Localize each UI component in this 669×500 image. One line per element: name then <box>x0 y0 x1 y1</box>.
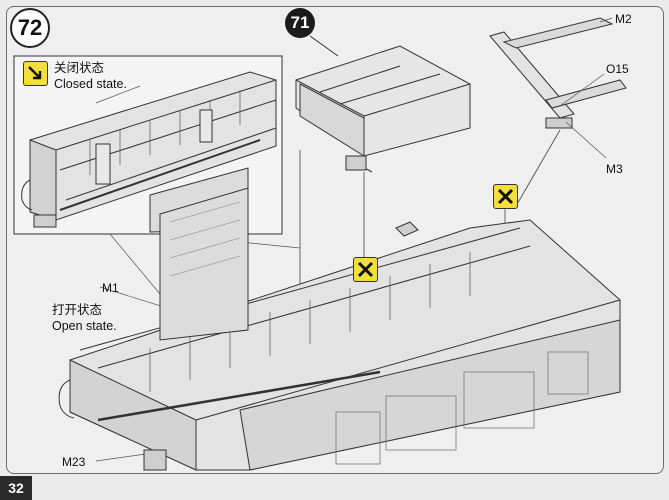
open-state-en: Open state. <box>52 319 117 333</box>
part-label-m1: M1 <box>102 281 119 295</box>
step-number-badge: 72 <box>10 8 50 48</box>
closed-state-zh: 关闭状态 <box>54 61 105 75</box>
part-label-m3: M3 <box>606 162 623 176</box>
parts-m2-m3-drawing <box>489 17 627 159</box>
main-hull-drawing <box>58 187 621 471</box>
arrow-icon <box>23 61 48 86</box>
x-cross-icon <box>353 257 378 282</box>
open-state-zh: 打开状态 <box>52 303 103 317</box>
part-label-m23: M23 <box>62 455 86 469</box>
page-number: 32 <box>0 476 32 500</box>
sub-step-badge: 71 <box>285 8 315 38</box>
part-label-m2: M2 <box>615 12 632 26</box>
part-label-o15: O15 <box>606 62 629 76</box>
closed-state-en: Closed state. <box>54 77 127 91</box>
x-cross-icon <box>493 184 518 209</box>
sub-assembly-71-drawing <box>295 35 471 173</box>
